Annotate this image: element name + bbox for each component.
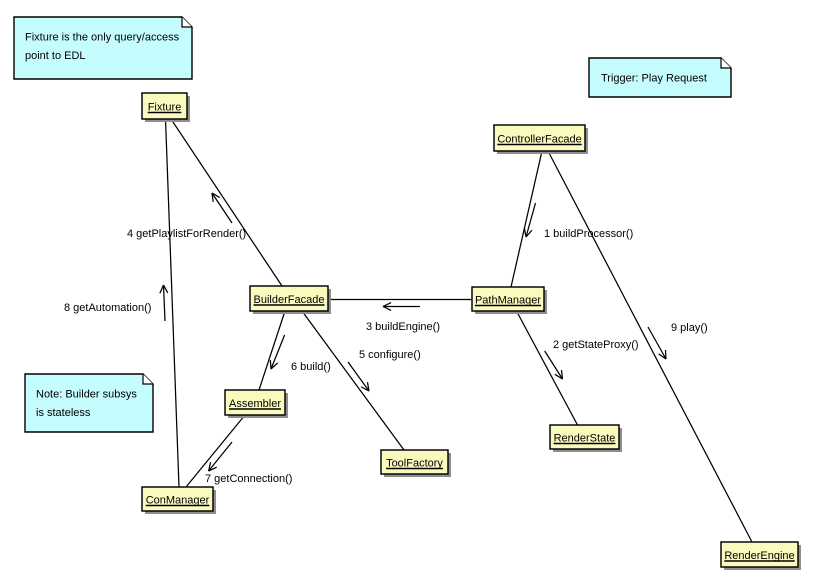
svg-text:is stateless: is stateless (36, 407, 91, 419)
svg-text:ControllerFacade: ControllerFacade (497, 134, 581, 146)
svg-text:7 getConnection(): 7 getConnection() (205, 473, 292, 485)
svg-text:Fixture is the only query/acce: Fixture is the only query/access (25, 31, 180, 43)
svg-text:6 build(): 6 build() (291, 361, 331, 373)
svg-text:8 getAutomation(): 8 getAutomation() (64, 302, 151, 314)
svg-text:Note: Builder subsys: Note: Builder subsys (36, 389, 137, 401)
svg-text:BuilderFacade: BuilderFacade (254, 294, 325, 306)
svg-text:point to EDL: point to EDL (25, 50, 86, 62)
svg-text:4 getPlaylistForRender(): 4 getPlaylistForRender() (127, 228, 246, 240)
svg-text:3 buildEngine(): 3 buildEngine() (366, 321, 440, 333)
svg-text:Assembler: Assembler (229, 398, 281, 410)
svg-text:Fixture: Fixture (148, 102, 182, 114)
svg-text:5 configure(): 5 configure() (359, 349, 421, 361)
svg-text:RenderEngine: RenderEngine (724, 550, 794, 562)
svg-text:PathManager: PathManager (475, 295, 541, 307)
svg-text:1 buildProcessor(): 1 buildProcessor() (544, 228, 633, 240)
svg-text:ConManager: ConManager (146, 495, 210, 507)
svg-text:ToolFactory: ToolFactory (386, 458, 443, 470)
svg-text:RenderState: RenderState (554, 433, 616, 445)
svg-text:2 getStateProxy(): 2 getStateProxy() (553, 339, 639, 351)
svg-text:9 play(): 9 play() (671, 322, 708, 334)
svg-text:Trigger: Play Request: Trigger: Play Request (601, 73, 707, 85)
